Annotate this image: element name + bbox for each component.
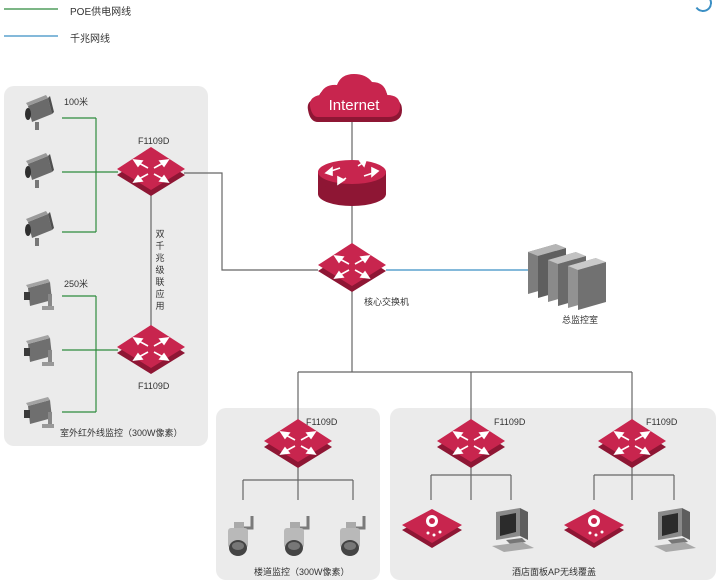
router-icon [318, 158, 386, 206]
internet-label: Internet [329, 97, 381, 114]
poe-links [62, 117, 118, 413]
server-rack-icon [528, 244, 606, 310]
switch-model-label: F1109D [494, 417, 526, 427]
core-switch-icon [317, 242, 387, 293]
outdoor-panel [4, 86, 208, 446]
switch-model-label: F1109D [306, 417, 338, 427]
switch-model-label: F1109D [138, 381, 170, 391]
outdoor-panel-title: 室外红外线监控（300W像素） [60, 428, 183, 438]
hotel-panel [390, 408, 716, 580]
switch-model-label: F1109D [646, 417, 678, 427]
computer-icon [654, 508, 696, 552]
corridor-panel-title: 楼道监控（300W像素） [254, 567, 350, 577]
legend-gigabit-label: 千兆网线 [70, 34, 110, 45]
legend-poe-label: POE供电网线 [70, 7, 132, 18]
internet-cloud-icon [307, 74, 402, 122]
monitor-room-label: 总监控室 [562, 315, 599, 325]
core-switch-label: 核心交换机 [364, 297, 410, 307]
distance-250m-label: 250米 [64, 279, 89, 289]
cascade-label: 双千兆级联应用 [155, 229, 165, 311]
computer-icon [492, 508, 534, 552]
hotel-panel-title: 酒店面板AP无线覆盖 [512, 567, 597, 577]
switch-model-label: F1109D [138, 136, 170, 146]
distance-100m-label: 100米 [64, 97, 89, 107]
